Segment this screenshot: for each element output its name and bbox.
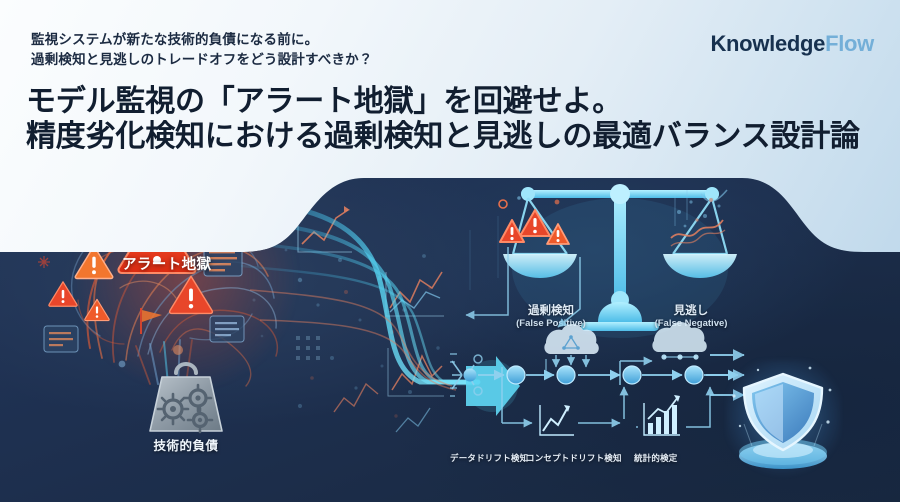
monitoring-pipeline — [448, 335, 748, 465]
scale-left-en: (False Positive) — [516, 318, 586, 329]
brand-logo[interactable]: KnowledgeFlow — [710, 31, 874, 57]
scale-caption-left: 過剰検知 (False Positive) — [491, 304, 611, 330]
brand-logo-secondary: Flow — [825, 31, 874, 56]
cloud-network-icon — [652, 322, 706, 352]
warning-triangle-icon — [48, 280, 78, 307]
scale-right-en: (False Negative) — [654, 318, 728, 329]
pipeline-node — [507, 366, 525, 384]
pipeline-label-statistical-test: 統計的検定 — [634, 453, 678, 463]
illustration-panel: アラート地獄 — [0, 160, 900, 502]
technical-debt-label: 技術的負債 — [153, 439, 219, 453]
warning-triangle-icon — [84, 298, 110, 321]
header-subtitle: 監視システムが新たな技術的負債になる前に。 過剰検知と見逃しのトレードオフをどう… — [31, 32, 373, 67]
alert-hell-label: アラート地獄 — [122, 257, 212, 273]
sustainable-flow-shield — [718, 360, 848, 480]
technical-debt-weight — [142, 363, 230, 435]
pipeline-label-data-drift: データドリフト検知 — [450, 453, 529, 463]
data-flow-streams — [270, 170, 510, 450]
page-title: モデル監視の「アラート地獄」を回避せよ。 精度劣化検知における過剰検知と見逃しの… — [26, 85, 860, 153]
pipeline-node — [623, 366, 641, 384]
pipeline-node — [557, 366, 575, 384]
warning-triangle-icon — [74, 244, 114, 279]
header: 監視システムが新たな技術的負債になる前に。 過剰検知と見逃しのトレードオフをどう… — [0, 0, 900, 170]
panel-clip: アラート地獄 — [0, 160, 900, 502]
pipeline-label-concept-drift: コンセプトドリフト検知 — [526, 453, 622, 463]
scale-caption-right: 見逃し (False Negative) — [631, 304, 751, 330]
warning-triangle-icon — [176, 178, 210, 208]
line-chart-icon — [540, 405, 574, 435]
warning-triangle-icon — [148, 196, 186, 229]
scale-left-jp: 過剰検知 — [528, 305, 574, 317]
brand-logo-primary: Knowledge — [710, 31, 826, 56]
cloud-model-icon — [544, 324, 598, 354]
scale-right-jp: 見逃し — [673, 305, 709, 317]
warning-triangle-icon — [210, 212, 244, 242]
warning-triangle-icon — [92, 160, 136, 187]
pipeline-node — [685, 366, 703, 384]
bar-chart-icon — [644, 395, 680, 435]
warning-triangle-icon — [168, 274, 214, 314]
balance-scale: 過剰検知 (False Positive) 見逃し (False Negativ… — [495, 172, 745, 352]
warning-triangle-icon — [52, 204, 82, 231]
